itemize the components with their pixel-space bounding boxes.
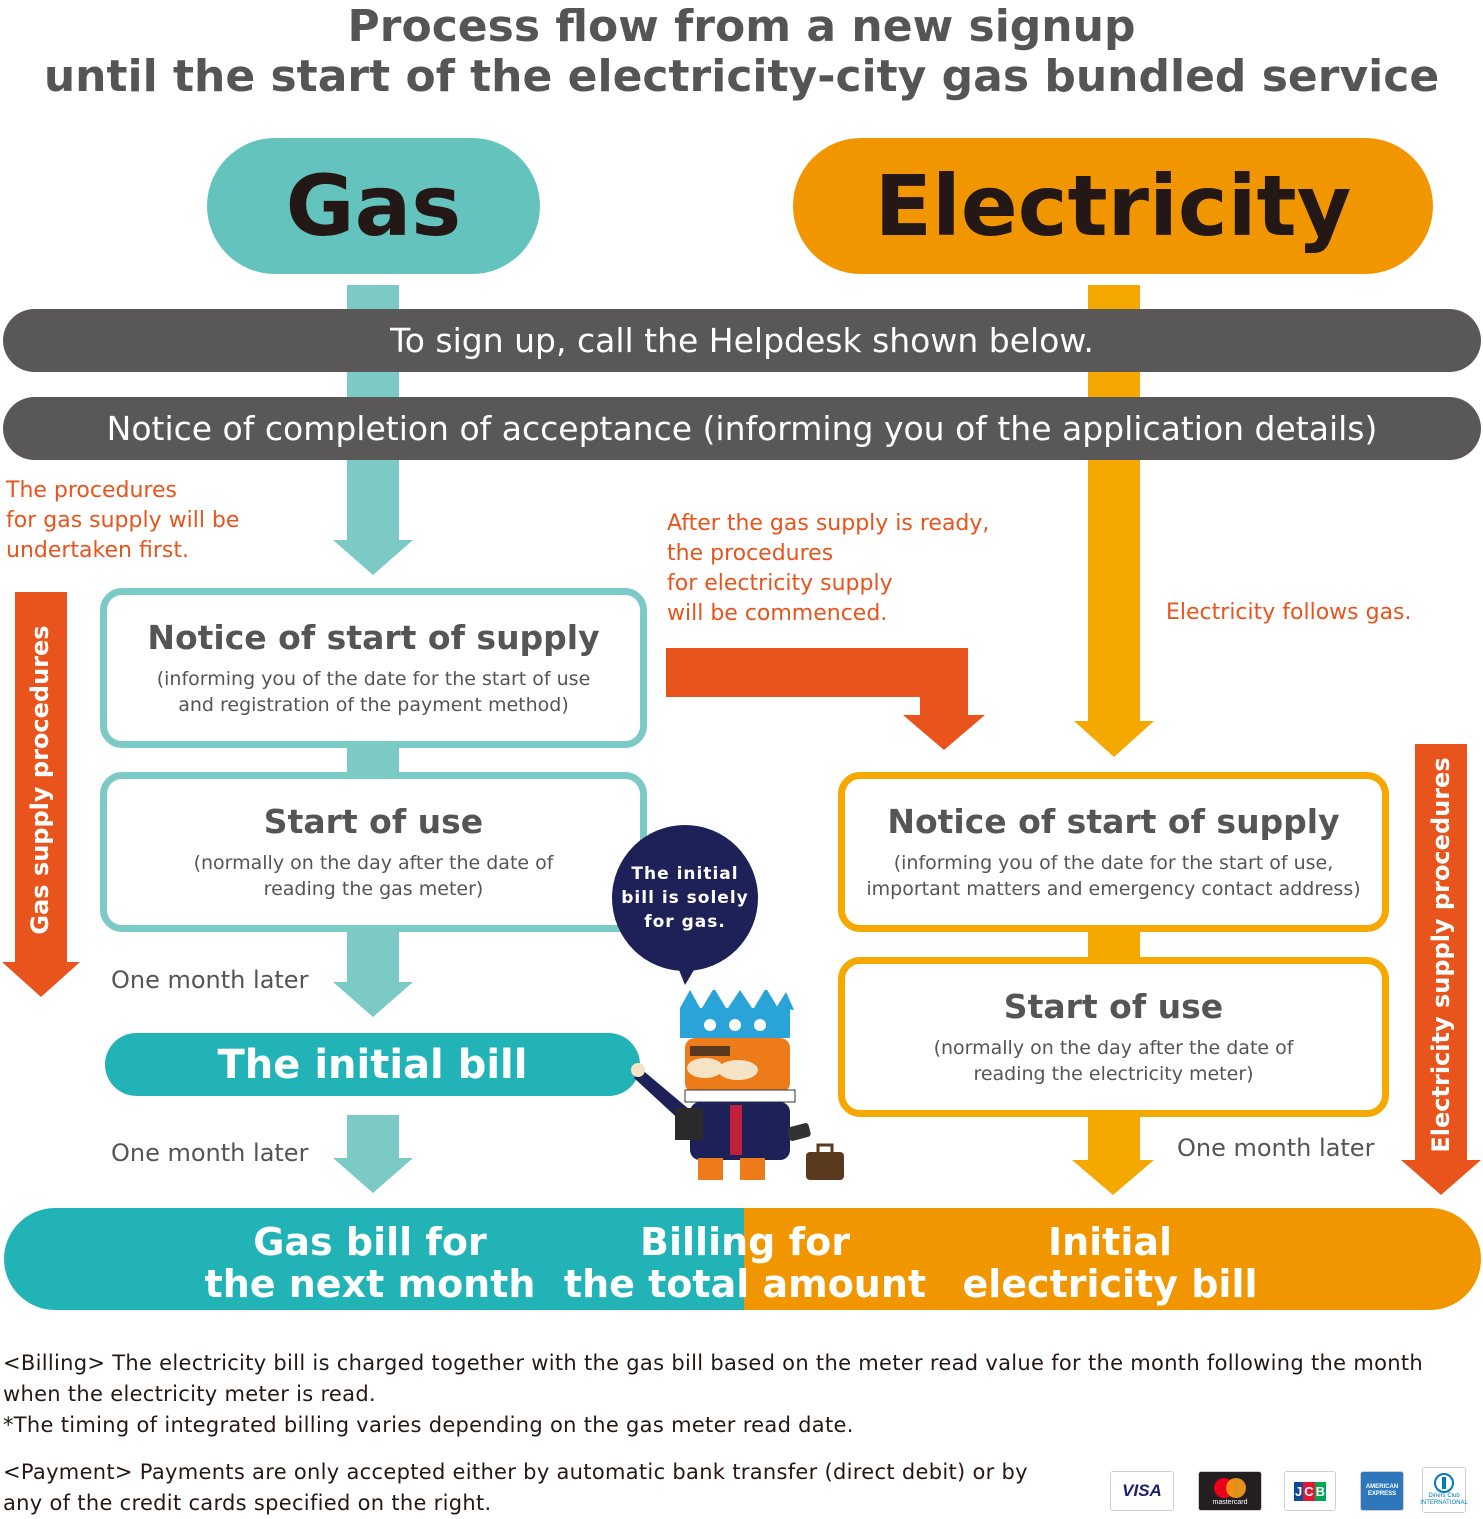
elec-shaft-2: [1088, 1115, 1140, 1160]
note-elec-follows: Electricity follows gas.: [1166, 600, 1412, 625]
gas-start-title: Start of use: [263, 802, 484, 841]
gas-header: Gas: [207, 138, 540, 274]
signup-step-bar: To sign up, call the Helpdesk shown belo…: [3, 309, 1481, 372]
gas-start-subtitle: (normally on the day after the date of r…: [193, 852, 554, 900]
elec-notice-title: Notice of start of supply: [887, 802, 1340, 841]
footer-payment-note: <Payment> Payments are only accepted eit…: [3, 1460, 1028, 1515]
speech-bubble-text: The initial bill is solely for gas.: [621, 864, 749, 932]
gas-notice-title: Notice of start of supply: [147, 618, 600, 657]
speech-bubble-shape: [612, 825, 758, 985]
mastercard-label: mastercard: [1212, 1498, 1248, 1506]
gas-shaft-mid: [347, 745, 399, 775]
elec-start-title: Start of use: [1003, 987, 1224, 1026]
initial-bill-pill: The initial bill: [105, 1033, 640, 1096]
mascot-illustration: [631, 990, 844, 1180]
elec-procedures-arrow: [1401, 744, 1481, 1195]
elec-start-subtitle: (normally on the day after the date of r…: [933, 1037, 1294, 1085]
gas-start-box: Start of use (normally on the day after …: [100, 772, 647, 932]
billing-bar-elec-side: [744, 1208, 1481, 1310]
diners-card-logo: Diners Club INTERNATIONAL: [1420, 1467, 1468, 1513]
gas-notice-subtitle: (informing you of the date for the start…: [156, 668, 591, 716]
gas-bill-next-month: Gas bill for the next month: [204, 1220, 536, 1306]
footer-timing-note: *The timing of integrated billing varies…: [3, 1413, 854, 1437]
gas-one-month-later-1: One month later: [111, 966, 309, 994]
elec-notice-box: Notice of start of supply (informing you…: [838, 772, 1389, 932]
gas-arrow-1: [333, 540, 413, 575]
billing-bar-gas-side: [4, 1208, 744, 1310]
amex-card-logo: AMERICAN EXPRESS: [1360, 1471, 1404, 1511]
diners-label: Diners Club INTERNATIONAL: [1420, 1493, 1468, 1506]
elec-one-month-later: One month later: [1177, 1134, 1375, 1162]
elec-arrow-1: [1074, 721, 1154, 757]
gas-one-month-later-2: One month later: [111, 1139, 309, 1167]
elec-shaft-mid: [1088, 930, 1140, 960]
note-after-gas: After the gas supply is ready, the proce…: [667, 511, 990, 626]
gas-procedures-label: Gas supply procedures: [26, 625, 54, 935]
jcb-c: C: [1303, 1481, 1315, 1501]
gas-shaft-3: [347, 1115, 399, 1158]
billing-total-amount: Billing for the total amount: [563, 1220, 927, 1306]
elec-arrow-2: [1072, 1160, 1154, 1195]
gas-procedures-arrow: [2, 592, 80, 997]
jcb-b: B: [1314, 1481, 1326, 1501]
mastercard-circles-icon: [1214, 1477, 1246, 1498]
note-gas-first: The procedures for gas supply will be un…: [6, 478, 240, 563]
elec-procedures-label: Electricity supply procedures: [1427, 757, 1455, 1153]
gas-arrow-2: [333, 982, 413, 1017]
page-title-line-1: Process flow from a new signup: [347, 1, 1136, 52]
page-title-line-2: until the start of the electricity-city …: [43, 51, 1440, 102]
cross-over-arrow: [666, 648, 985, 750]
gas-shaft-2: [347, 930, 399, 982]
gas-arrow-3: [333, 1158, 413, 1193]
elec-start-box: Start of use (normally on the day after …: [838, 957, 1389, 1117]
visa-card-logo: VISA: [1110, 1471, 1174, 1511]
initial-electricity-bill: Initial electricity bill: [962, 1220, 1258, 1306]
elec-notice-subtitle: (informing you of the date for the start…: [866, 852, 1361, 900]
gas-notice-box: Notice of start of supply (informing you…: [100, 588, 647, 748]
jcb-j: J: [1293, 1481, 1304, 1501]
acceptance-step-bar: Notice of completion of acceptance (info…: [3, 397, 1481, 460]
mastercard-logo: mastercard: [1198, 1471, 1262, 1511]
footer-billing-note: <Billing> The electricity bill is charge…: [3, 1351, 1423, 1406]
billing-bar: [4, 1208, 1481, 1310]
diners-circle-icon: [1434, 1473, 1454, 1493]
electricity-header: Electricity: [793, 138, 1433, 274]
